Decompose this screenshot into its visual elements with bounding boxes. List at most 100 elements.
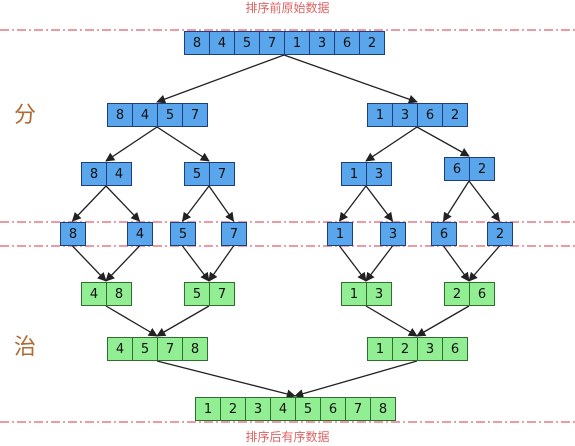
array-cell: 6 — [320, 397, 346, 421]
array-cell: 7 — [209, 282, 235, 306]
array-cell: 1 — [341, 162, 367, 186]
array-cell: 5 — [234, 31, 260, 55]
array-cell: 7 — [209, 162, 235, 186]
array-cell: 7 — [259, 31, 285, 55]
connector-arrow — [71, 185, 107, 222]
array-s2: 2 — [487, 222, 513, 246]
array-cell: 1 — [367, 337, 393, 361]
connector-arrow — [156, 360, 296, 399]
connector-arrow — [468, 180, 501, 222]
array-cell: 3 — [366, 282, 392, 306]
array-cell: 8 — [81, 162, 107, 186]
array-cell: 4 — [107, 337, 133, 361]
connector-arrow — [416, 305, 470, 337]
array-cell: 4 — [270, 397, 296, 421]
connector-arrow — [365, 245, 394, 282]
array-cell: 5 — [184, 162, 210, 186]
array-cell: 4 — [132, 103, 158, 127]
array-cell: 1 — [284, 31, 310, 55]
connector-arrow — [416, 126, 470, 157]
array-cell: 3 — [309, 31, 335, 55]
connector-arrow — [156, 305, 210, 337]
array-cell: 2 — [359, 31, 385, 55]
array-cell: 8 — [107, 103, 133, 127]
array-cell: 1 — [367, 103, 393, 127]
connector-arrow — [365, 185, 394, 222]
phase-label-divide: 分 — [14, 103, 37, 128]
array-cell: 4 — [106, 162, 132, 186]
connector-arrow — [105, 185, 141, 222]
array-cell: 5 — [157, 103, 183, 127]
array-cell: 6 — [334, 31, 360, 55]
array-s3: 3 — [380, 222, 406, 246]
array-cell: 8 — [106, 282, 132, 306]
array-cell: 5 — [170, 222, 196, 246]
array-cell: 2 — [444, 282, 470, 306]
connector-arrow — [105, 126, 158, 162]
array-cell: 3 — [417, 337, 443, 361]
connector-arrow — [208, 245, 235, 282]
array-cell: 3 — [366, 162, 392, 186]
array-cell: 1 — [327, 222, 353, 246]
array-cell: 1 — [195, 397, 221, 421]
array-cell: 6 — [444, 157, 470, 181]
array-s4: 4 — [127, 222, 153, 246]
array-cell: 3 — [380, 222, 406, 246]
array-cell: 6 — [431, 222, 457, 246]
array-cell: 5 — [184, 282, 210, 306]
array-cell: 8 — [370, 397, 396, 421]
connector-arrow — [208, 185, 235, 222]
phase-label-conquer: 治 — [14, 335, 37, 360]
array-cell: 2 — [487, 222, 513, 246]
array-cell: 6 — [417, 103, 443, 127]
connector-arrow — [365, 126, 418, 162]
array-cell: 4 — [81, 282, 107, 306]
connector-arrow — [468, 245, 500, 282]
array-cell: 8 — [184, 31, 210, 55]
array-cell: 3 — [392, 103, 418, 127]
connector-arrow — [156, 54, 285, 104]
array-cell: 7 — [345, 397, 371, 421]
array-cell: 4 — [209, 31, 235, 55]
array-s1: 1 — [327, 222, 353, 246]
connector-arrow — [442, 245, 470, 282]
array-s6: 6 — [431, 222, 457, 246]
array-cell: 2 — [442, 103, 468, 127]
connector-arrow — [294, 360, 418, 399]
connector-arrow — [181, 185, 210, 222]
array-cell: 5 — [295, 397, 321, 421]
array-cell: 6 — [469, 282, 495, 306]
connector-arrow — [105, 305, 158, 337]
connector-arrow — [156, 126, 210, 162]
array-cell: 3 — [245, 397, 271, 421]
connector-arrow — [105, 245, 140, 282]
connector-arrow — [365, 305, 418, 337]
array-cell: 2 — [220, 397, 246, 421]
array-s8: 8 — [60, 222, 86, 246]
connector-arrow — [442, 180, 470, 222]
caption-after-sort: 排序后有序数据 — [245, 430, 330, 444]
connector-arrow — [283, 54, 418, 104]
connector-arrow — [338, 185, 367, 222]
array-cell: 5 — [132, 337, 158, 361]
caption-before-sort: 排序前原始数据 — [245, 1, 330, 15]
array-cell: 8 — [182, 337, 208, 361]
array-cell: 6 — [442, 337, 468, 361]
array-cell: 7 — [157, 337, 183, 361]
connector-arrow — [181, 245, 210, 282]
array-s5: 5 — [170, 222, 196, 246]
connector-arrow — [72, 245, 107, 282]
